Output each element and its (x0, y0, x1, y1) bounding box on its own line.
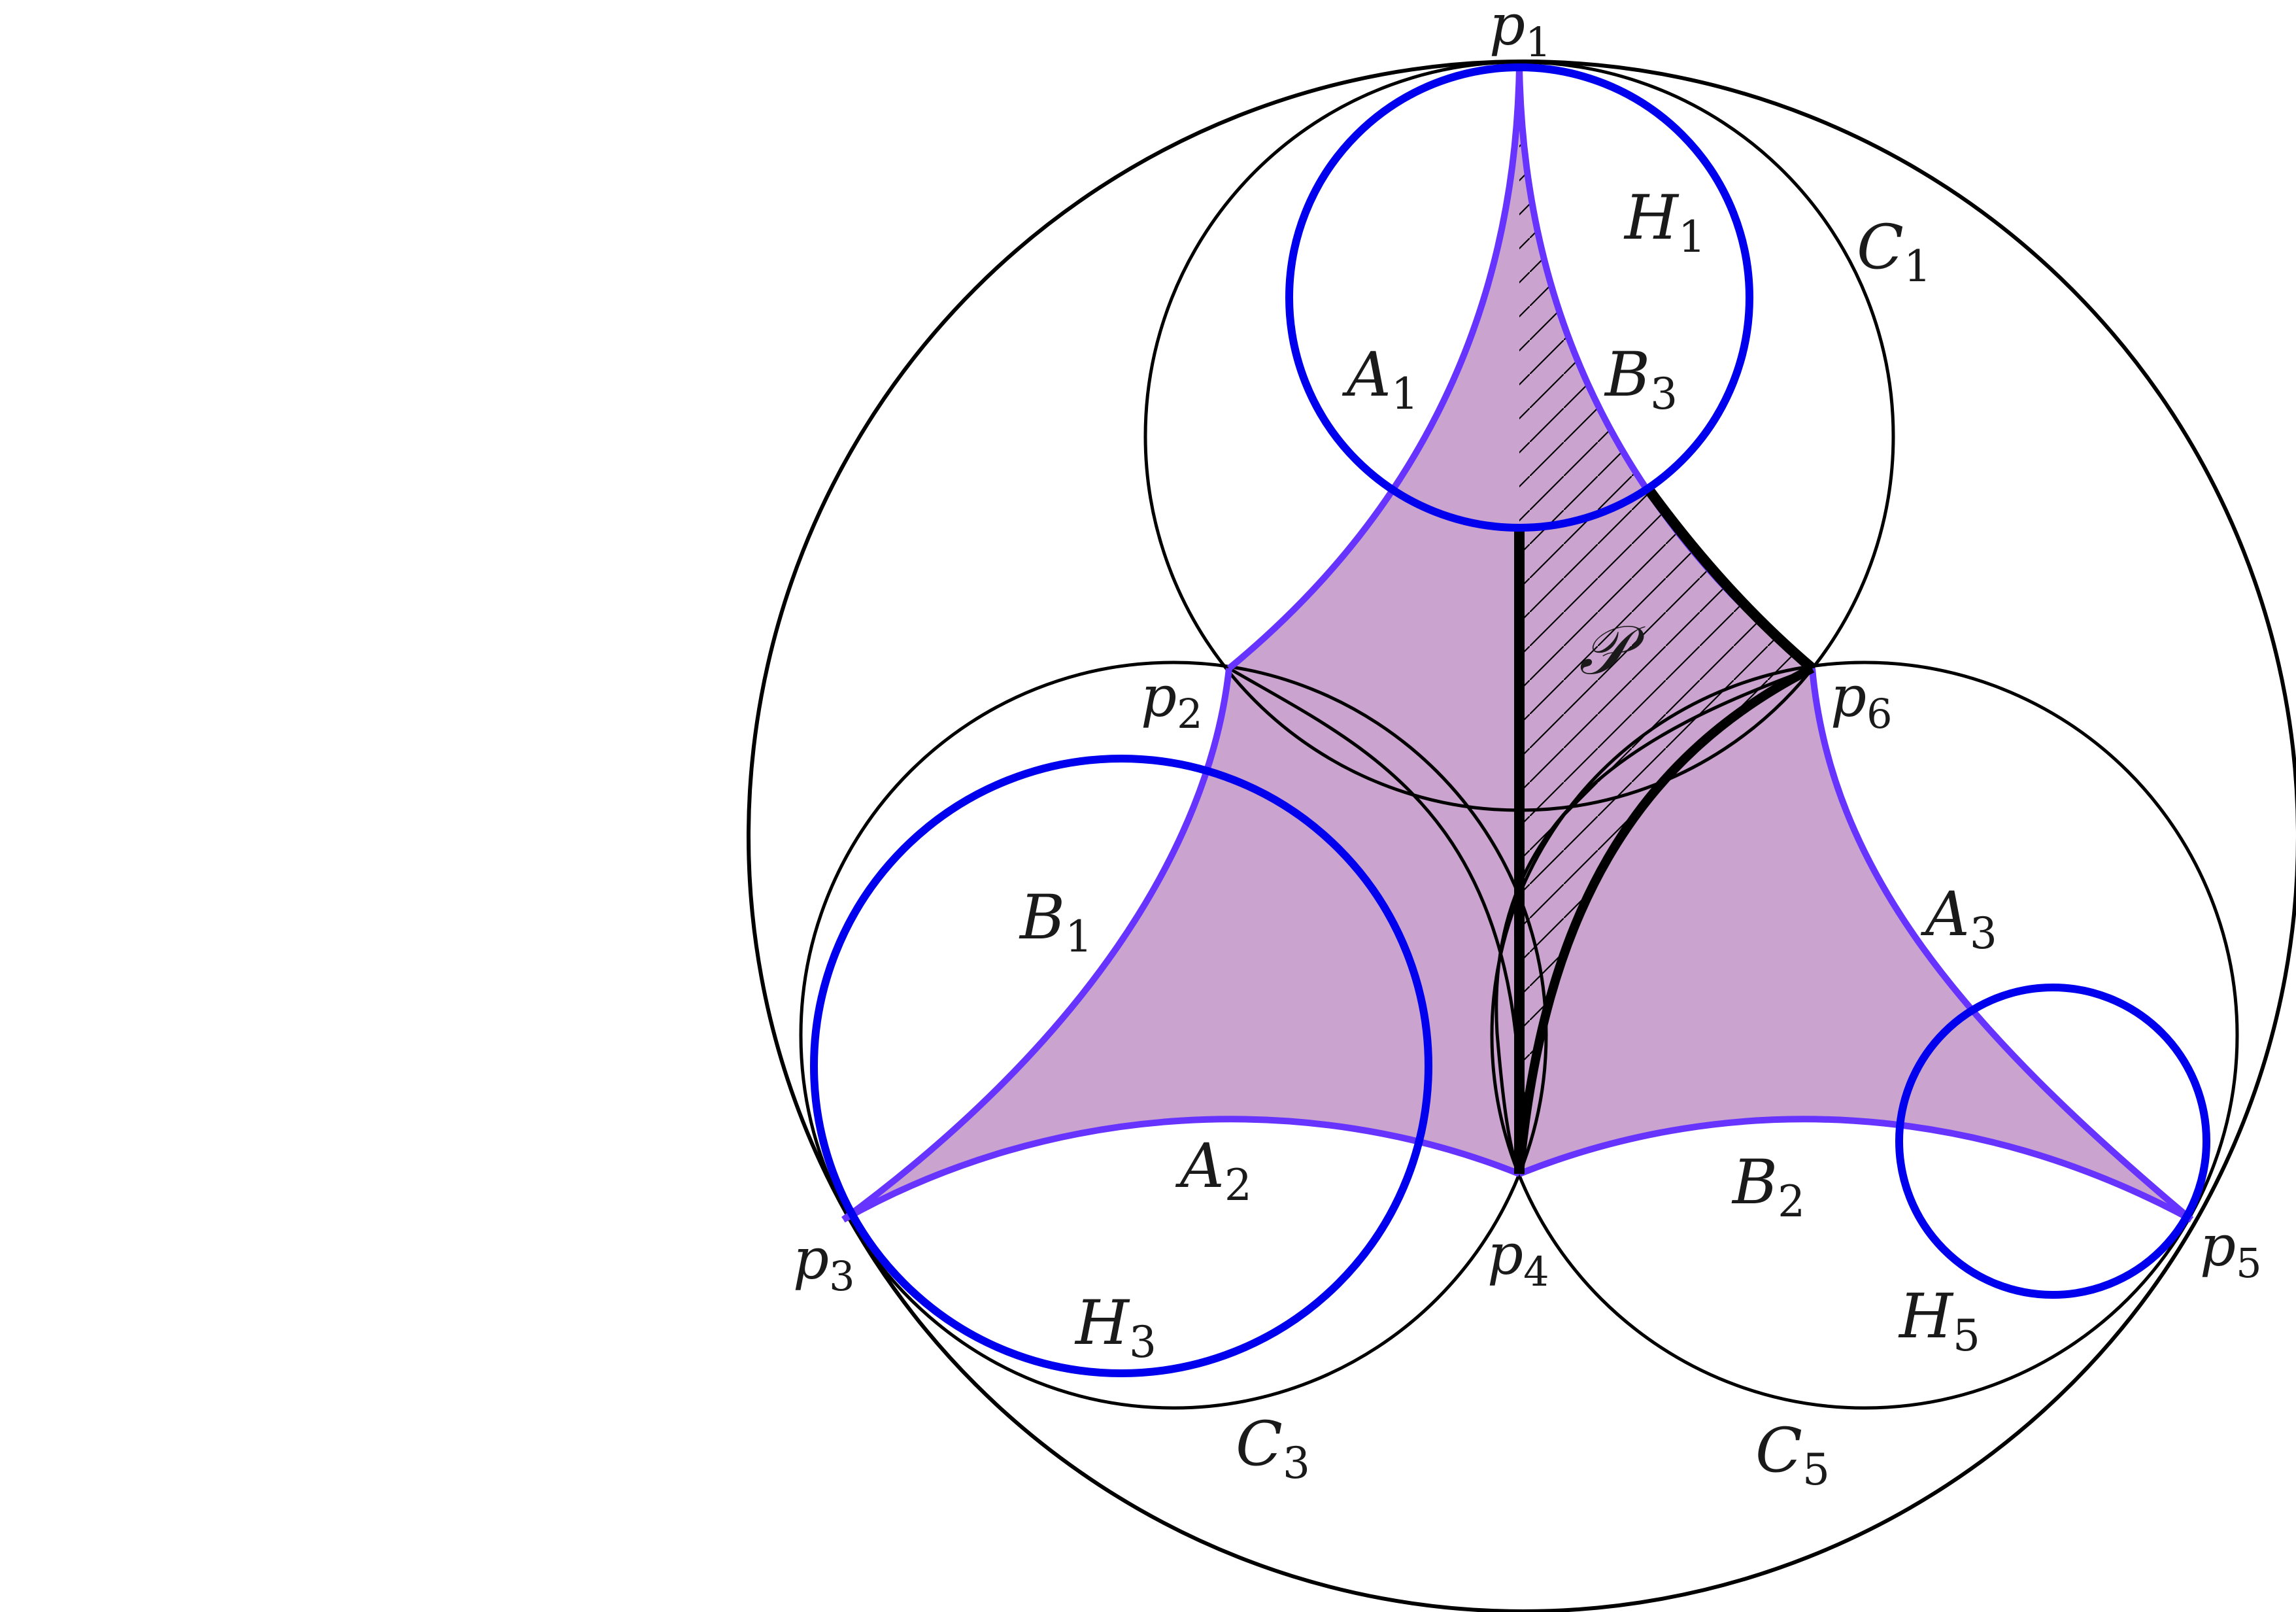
label-c5: C5 (1755, 1415, 1830, 1495)
label-h5: H5 (1898, 1281, 1980, 1361)
edge-p1-p2 (1226, 65, 1523, 671)
thick-edge-lower (1515, 664, 1815, 1175)
horocycle-h5 (1895, 984, 2210, 1299)
label-a1: A1 (1342, 339, 1419, 419)
edge-p5-p6 (1809, 668, 2194, 1222)
edge-p3-p4 (841, 1116, 1521, 1223)
label-h1: H1 (1623, 182, 1706, 262)
horocycle-h1 (1285, 63, 1753, 532)
label-c1: C1 (1857, 212, 1931, 292)
label-a3: A3 (1920, 879, 1997, 959)
label-c3: C3 (1236, 1409, 1310, 1488)
label-p2: p2 (1141, 664, 1203, 738)
label-p4: p4 (1487, 1222, 1549, 1295)
label-p5: p5 (2200, 1214, 2262, 1287)
label-b3: B3 (1604, 339, 1678, 419)
label-b1: B1 (1019, 882, 1092, 962)
label-p6: p6 (1831, 664, 1893, 738)
horocycle-h3 (810, 755, 1432, 1377)
label-h3: H3 (1074, 1288, 1156, 1367)
edge-p4-p5 (1518, 1116, 2193, 1223)
label-a2: A2 (1175, 1131, 1252, 1210)
label-p1: p1 (1489, 0, 1551, 66)
thick-edge-top (1645, 487, 1816, 673)
hatched-region (1519, 65, 1812, 1174)
arc-p6-inner (1494, 666, 1813, 1175)
circle-c5 (1490, 660, 2239, 1410)
edge-p2-p3 (841, 668, 1232, 1223)
label-p3: p3 (793, 1227, 855, 1300)
label-b2: B2 (1731, 1147, 1805, 1227)
circle-c3 (799, 660, 1548, 1410)
